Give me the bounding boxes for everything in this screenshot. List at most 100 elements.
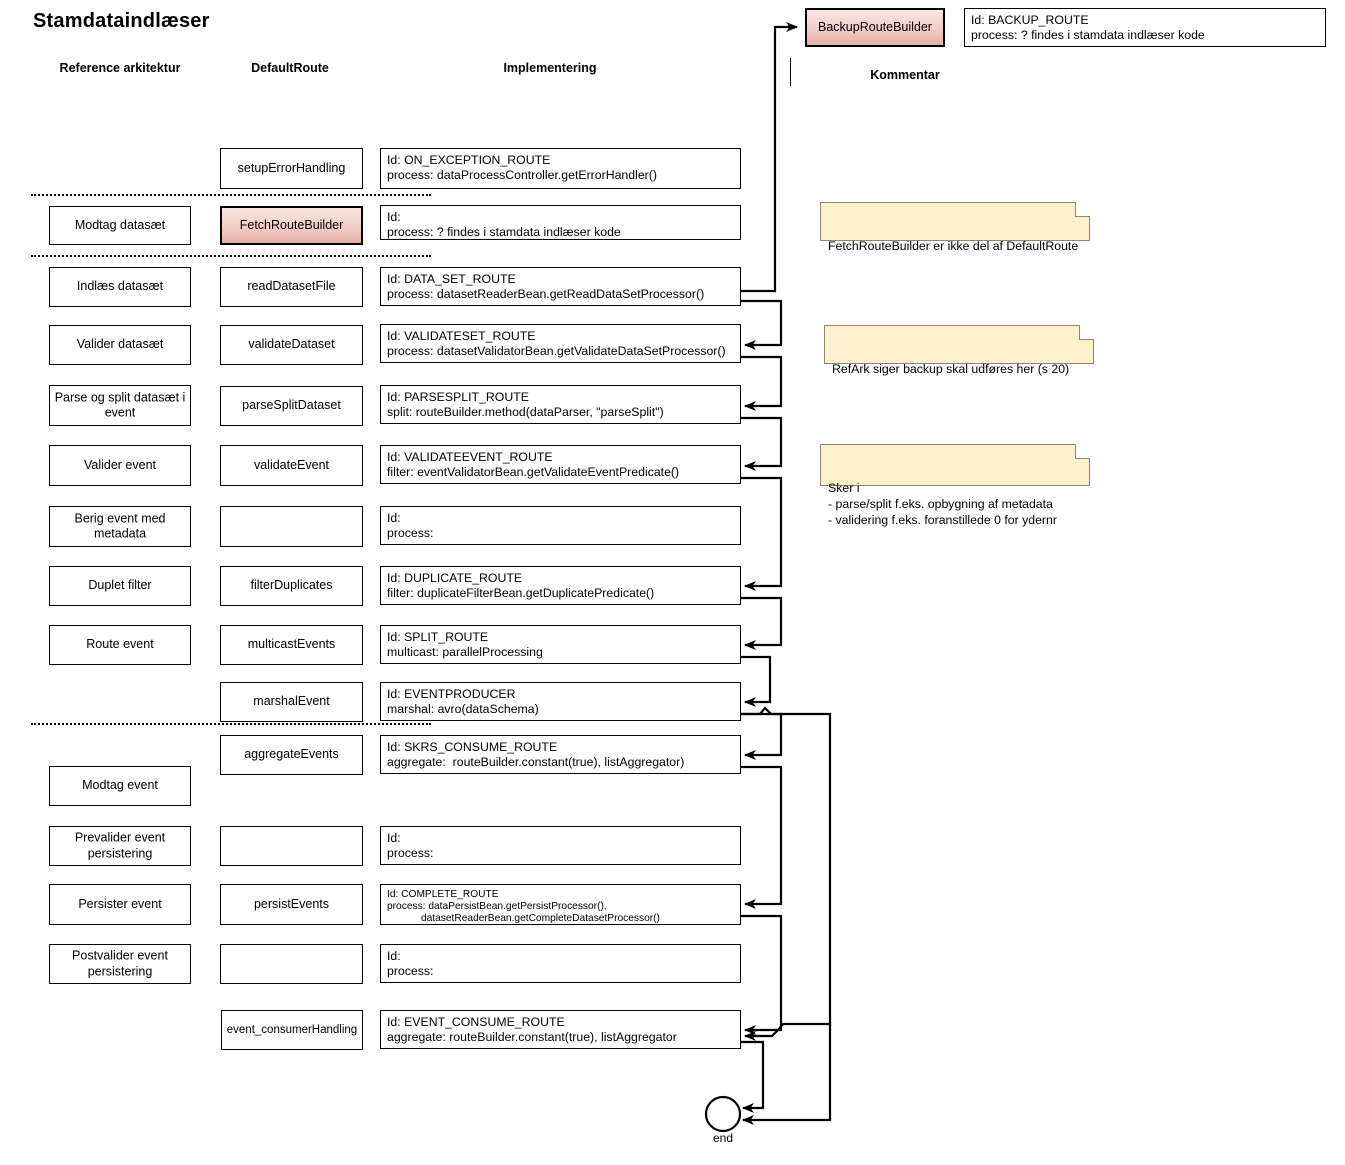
kommentar-column-divider [790, 58, 791, 86]
ref-box-route-event[interactable]: Route event [49, 625, 191, 665]
impl-empty-prevalider-line1: Id: [387, 831, 401, 845]
route-box-validateevent[interactable]: validateEvent [220, 445, 363, 486]
impl-eventproducer-line1: Id: EVENTPRODUCER [387, 687, 516, 701]
impl-backup-route-process: process: ? findes i stamdata indlæser ko… [971, 27, 1205, 42]
impl-validateevent-route-line2: filter: eventValidatorBean.getValidateEv… [387, 464, 680, 479]
ref-box-modtag-event-label: Modtag event [82, 778, 158, 793]
ref-box-indlaes-datasaet-label: Indlæs datasæt [76, 279, 164, 294]
impl-on-exception-route-line2: process: dataProcessController.getErrorH… [387, 167, 657, 182]
ref-box-postvalider-event[interactable]: Postvalider event persistering [49, 944, 191, 984]
impl-parsesplit-route: Id: PARSESPLIT_ROUTE split: routeBuilder… [380, 385, 741, 424]
route-box-fetchroutebuilder-label: FetchRouteBuilder [239, 217, 344, 232]
impl-on-exception-route: Id: ON_EXCEPTION_ROUTE process: dataProc… [380, 148, 741, 189]
ref-box-berig-event-label: Berig event med metadata [74, 510, 166, 541]
route-box-setuperrorhandling-label: setupErrorHandling [237, 160, 346, 175]
column-header-reference-arkitektur: Reference arkitektur [59, 61, 181, 75]
route-box-parsesplitdataset-label: parseSplitDataset [242, 398, 341, 413]
note-fold-corner-icon [1075, 202, 1090, 217]
end-node-label: end [712, 1131, 734, 1145]
impl-empty-berig-line2: process: [387, 525, 434, 540]
impl-complete-route-line1: Id: COMPLETE_ROUTE [387, 889, 499, 900]
ref-box-modtag-datasaet[interactable]: Modtag datasæt [49, 206, 191, 245]
impl-duplicate-route: Id: DUPLICATE_ROUTE filter: duplicateFil… [380, 566, 741, 605]
impl-validateset-route-line1: Id: VALIDATESET_ROUTE [387, 329, 536, 343]
route-box-filterduplicates[interactable]: filterDuplicates [220, 566, 363, 606]
impl-split-route: Id: SPLIT_ROUTE multicast: parallelProce… [380, 625, 741, 664]
route-box-readdatasetfile[interactable]: readDatasetFile [220, 267, 363, 307]
ref-box-valider-datasaet[interactable]: Valider datasæt [49, 325, 191, 365]
note-sker-i-text: Sker i - parse/split f.eks. opbygning af… [828, 481, 1057, 527]
route-box-aggregateevents-label: aggregateEvents [244, 747, 339, 762]
ref-box-parse-og-split[interactable]: Parse og split datasæt i event [49, 385, 191, 426]
route-box-persistevents[interactable]: persistEvents [220, 884, 363, 925]
note-fold-corner-icon [1075, 444, 1090, 459]
route-box-empty-berig[interactable] [220, 506, 363, 547]
swimlane-divider-1 [31, 194, 431, 196]
impl-event-consume-route: Id: EVENT_CONSUME_ROUTE aggregate: route… [380, 1010, 741, 1049]
route-box-multicastevents[interactable]: multicastEvents [220, 625, 363, 665]
impl-eventproducer-line2: marshal: avro(dataSchema) [387, 701, 539, 716]
ref-box-valider-event-label: Valider event [83, 457, 157, 472]
ref-box-duplet-filter[interactable]: Duplet filter [49, 566, 191, 606]
impl-duplicate-route-line1: Id: DUPLICATE_ROUTE [387, 571, 523, 585]
impl-validateevent-route: Id: VALIDATEEVENT_ROUTE filter: eventVal… [380, 445, 741, 484]
note-refark-backup: RefArk siger backup skal udføres her (s … [824, 325, 1094, 376]
impl-skrs-consume-route-line2: aggregate: routeBuilder.constant(true), … [387, 754, 685, 769]
ref-box-berig-event[interactable]: Berig event med metadata [49, 506, 191, 547]
node-backuproutebuilder[interactable]: BackupRouteBuilder [805, 8, 945, 47]
impl-fetch-route-line2: process: ? findes i stamdata indlæser ko… [387, 224, 621, 239]
impl-validateset-route-line2: process: datasetValidatorBean.getValidat… [387, 343, 726, 358]
note-sker-i: Sker i - parse/split f.eks. opbygning af… [820, 444, 1090, 527]
route-box-marshalevent[interactable]: marshalEvent [220, 682, 363, 722]
impl-on-exception-route-line1: Id: ON_EXCEPTION_ROUTE [387, 153, 551, 167]
ref-box-duplet-filter-label: Duplet filter [88, 578, 152, 593]
impl-empty-postvalider-line1: Id: [387, 949, 401, 963]
route-box-empty-prevalider[interactable] [220, 826, 363, 866]
impl-validateset-route: Id: VALIDATESET_ROUTE process: datasetVa… [380, 324, 741, 363]
impl-parsesplit-route-line2: split: routeBuilder.method(dataParser, "… [387, 404, 664, 419]
route-box-event-consumerhandling[interactable]: event_consumerHandling [221, 1010, 363, 1050]
route-box-fetchroutebuilder[interactable]: FetchRouteBuilder [220, 206, 363, 245]
impl-split-route-line2: multicast: parallelProcessing [387, 644, 543, 659]
ref-box-modtag-datasaet-label: Modtag datasæt [74, 217, 166, 232]
impl-empty-postvalider: Id: process: [380, 944, 741, 983]
route-box-aggregateevents[interactable]: aggregateEvents [220, 735, 363, 775]
ref-box-valider-event[interactable]: Valider event [49, 445, 191, 486]
impl-eventproducer: Id: EVENTPRODUCER marshal: avro(dataSche… [380, 682, 741, 721]
impl-empty-prevalider: Id: process: [380, 826, 741, 865]
route-box-empty-postvalider[interactable] [220, 944, 363, 984]
impl-parsesplit-route-line1: Id: PARSESPLIT_ROUTE [387, 390, 529, 404]
ref-box-route-event-label: Route event [86, 637, 154, 652]
route-box-validateevent-label: validateEvent [253, 457, 330, 472]
impl-backup-route-id: Id: BACKUP_ROUTE [971, 13, 1089, 27]
impl-data-set-route-line1: Id: DATA_SET_ROUTE [387, 272, 516, 286]
impl-duplicate-route-line2: filter: duplicateFilterBean.getDuplicate… [387, 585, 655, 600]
impl-event-consume-route-line2: aggregate: routeBuilder.constant(true), … [387, 1029, 677, 1044]
impl-complete-route-line2: process: dataPersistBean.getPersistProce… [387, 900, 607, 912]
impl-validateevent-route-line1: Id: VALIDATEEVENT_ROUTE [387, 450, 553, 464]
swimlane-divider-2 [31, 255, 431, 257]
route-box-setuperrorhandling[interactable]: setupErrorHandling [220, 148, 363, 189]
route-box-parsesplitdataset[interactable]: parseSplitDataset [220, 386, 363, 426]
route-box-validatedataset[interactable]: validateDataset [220, 325, 363, 365]
ref-box-postvalider-event-label: Postvalider event persistering [72, 948, 168, 978]
impl-empty-berig: Id: process: [380, 506, 741, 545]
note-fold-corner-icon [1079, 325, 1094, 340]
swimlane-divider-3 [31, 723, 431, 725]
page-title: Stamdataindlæser [33, 10, 210, 32]
impl-skrs-consume-route: Id: SKRS_CONSUME_ROUTE aggregate: routeB… [380, 735, 741, 774]
impl-empty-postvalider-line2: process: [387, 963, 434, 978]
impl-data-set-route: Id: DATA_SET_ROUTE process: datasetReade… [380, 267, 741, 306]
impl-empty-berig-line1: Id: [387, 511, 401, 525]
node-backuproutebuilder-label: BackupRouteBuilder [818, 19, 932, 34]
ref-box-persister-event[interactable]: Persister event [49, 884, 191, 925]
ref-box-modtag-event[interactable]: Modtag event [49, 766, 191, 806]
impl-event-consume-route-line1: Id: EVENT_CONSUME_ROUTE [387, 1015, 565, 1029]
ref-box-valider-datasaet-label: Valider datasæt [76, 337, 164, 352]
impl-backup-route: Id: BACKUP_ROUTE process: ? findes i sta… [964, 8, 1326, 47]
ref-box-prevalider-event[interactable]: Prevalider event persistering [49, 826, 191, 866]
impl-skrs-consume-route-line1: Id: SKRS_CONSUME_ROUTE [387, 740, 558, 754]
ref-box-indlaes-datasaet[interactable]: Indlæs datasæt [49, 267, 191, 307]
route-box-marshalevent-label: marshalEvent [253, 694, 330, 709]
